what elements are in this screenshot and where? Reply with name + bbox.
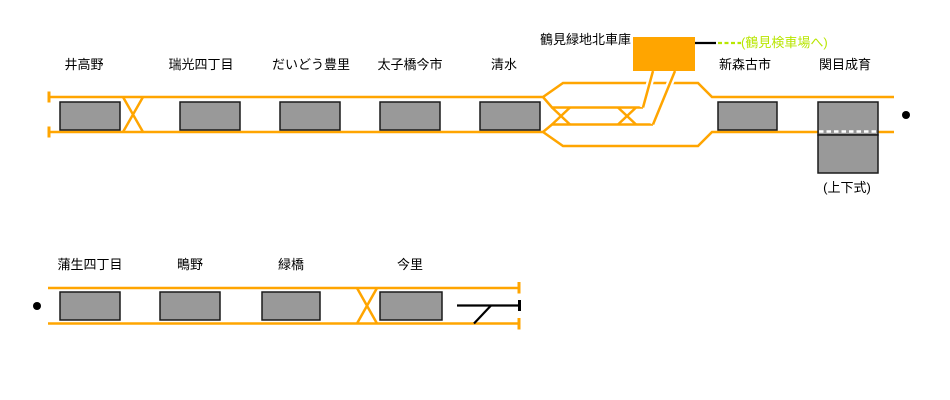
- crossover-midoribashi-east: [355, 287, 379, 325]
- platform-shimizu: [479, 101, 541, 131]
- station-label-itakano: 井高野: [64, 57, 103, 72]
- platform-sekime-seiiku-lower: [817, 134, 879, 174]
- station-label-shigino: 鴫野: [177, 257, 203, 272]
- station-label-sekime-seiiku: 関目成育: [819, 57, 871, 72]
- crossover-sidings-east: [617, 106, 637, 126]
- sekime-stacked-note-label: (上下式): [823, 180, 871, 195]
- platform-itakano: [59, 101, 121, 131]
- depot-lead-tracks: [641, 70, 677, 125]
- depot-lead-casing: [639, 69, 679, 126]
- platform-gamo-yonchome: [59, 291, 121, 321]
- platform-shigino: [159, 291, 221, 321]
- station-label-daido-toyosato: だいどう豊里: [272, 57, 350, 72]
- station-label-shimmori-furuichi: 新森古市: [719, 57, 771, 72]
- platform-zuiko-yonchome: [179, 101, 241, 131]
- crossover-sidings-west: [551, 106, 571, 126]
- upper-main-track: [48, 81, 894, 99]
- depot-building: [633, 37, 695, 71]
- depot-label: 鶴見緑地北車庫: [540, 32, 631, 47]
- lower-main-track: [48, 130, 894, 148]
- pocket-siding-lower-track: [542, 123, 653, 133]
- platform-sekime-seiiku-upper: [817, 101, 879, 136]
- pocket-siding-upper-track: [542, 96, 643, 109]
- station-label-zuiko-yonchome: 瑞光四丁目: [168, 57, 233, 72]
- continuation-dot-right: [902, 111, 910, 119]
- station-label-shimizu: 清水: [491, 57, 517, 72]
- platform-midoribashi: [261, 291, 321, 321]
- imazato-tail-turnout: [473, 304, 492, 325]
- crossover-itakano-east: [121, 96, 145, 133]
- station-label-taishibashi-imaichi: 太子橋今市: [377, 57, 442, 72]
- continuation-dot-left: [33, 302, 41, 310]
- platform-daido-toyosato: [279, 101, 341, 131]
- branch-note-label: (鶴見検車場へ): [741, 35, 828, 50]
- station-label-midoribashi: 緑橋: [278, 257, 304, 272]
- station-label-imazato: 今里: [397, 257, 423, 272]
- station-label-gamo-yonchome: 蒲生四丁目: [57, 257, 122, 272]
- platform-shimmori-furuichi: [717, 101, 778, 131]
- platform-imazato: [379, 291, 443, 321]
- platform-taishibashi-imaichi: [379, 101, 441, 131]
